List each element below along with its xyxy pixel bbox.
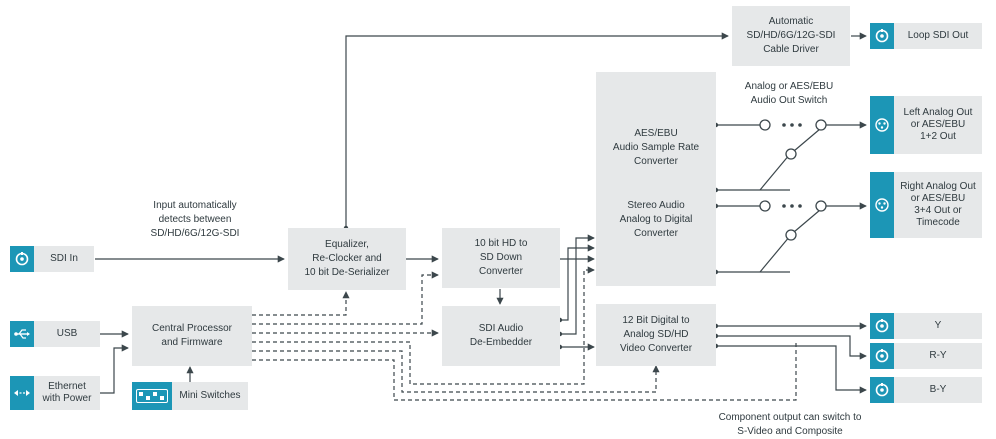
port-label: R-Y [929, 350, 947, 361]
video-converter-block: 12 Bit Digital to Analog SD/HD Video Con… [596, 304, 716, 366]
left-audio-out-port: Left Analog Out or AES/EBU 1+2 Out [870, 96, 982, 154]
block-label: 12 Bit Digital to [622, 315, 690, 326]
port-label: Ethernet [48, 381, 86, 392]
wire-deembed-audio-1 [560, 244, 595, 321]
block-label: 10 bit HD to [474, 238, 528, 249]
right-audio-out-port: Right Analog Out or AES/EBU 3+4 Out or T… [870, 172, 982, 238]
switch-contact [759, 200, 771, 212]
block-label: Re-Clocker and [312, 253, 382, 264]
ethernet-port: Ethernet with Power [10, 376, 100, 410]
bnc-connector-icon [10, 246, 34, 272]
switch-contact [785, 148, 797, 160]
component-switch-note: Component output can switch to S-Video a… [718, 412, 862, 437]
audio-deembedder-block: SDI Audio De-Embedder [442, 306, 560, 366]
port-label: USB [56, 328, 78, 339]
switch-arm-right [793, 209, 821, 233]
ctrl-to-down [252, 271, 439, 325]
port-label: Right Analog Out [900, 181, 976, 192]
wire-by-out [716, 345, 867, 394]
block-label: Converter [479, 266, 523, 277]
mini-switches-port: Mini Switches [132, 382, 248, 410]
audio-sample-rate-label: AES/EBU Audio Sample Rate Converter [612, 128, 700, 167]
port-label: or AES/EBU [910, 193, 966, 204]
input-detect-note: Input automatically detects between SD/H… [150, 200, 240, 239]
ctrl-to-audio [252, 266, 595, 385]
xlr-connector-icon [870, 172, 894, 238]
block-label: Video Converter [619, 343, 693, 354]
bnc-connector-icon [870, 377, 894, 403]
block-label: Central Processor [151, 323, 233, 334]
block-label: and Firmware [161, 337, 223, 348]
audio-switch-note: Analog or AES/EBU Audio Out Switch [744, 81, 834, 106]
usb-icon [10, 321, 34, 347]
ctrl-to-video [252, 350, 660, 393]
usb-port: USB [10, 321, 100, 347]
block-label: Equalizer, [325, 239, 369, 250]
switch-contact [785, 229, 797, 241]
switch-contact [815, 200, 827, 212]
ctrl-to-switch [252, 340, 797, 401]
block-label: Automatic [768, 16, 814, 27]
bnc-connector-icon [870, 313, 894, 339]
ry-out-port: R-Y [870, 343, 982, 369]
switch-contact [815, 119, 827, 131]
wire-loop-through [345, 32, 729, 228]
block-label: SDI Audio [478, 323, 524, 334]
stereo-audio-label: Stereo Audio Analog to Digital Converter [619, 200, 693, 239]
dip-switch-icon [132, 382, 172, 410]
by-out-port: B-Y [870, 377, 982, 403]
port-label: SDI In [50, 253, 78, 264]
port-label: Mini Switches [179, 390, 241, 401]
block-label: De-Embedder [469, 337, 533, 348]
bnc-connector-icon [870, 23, 894, 49]
port-label: Loop SDI Out [907, 30, 969, 41]
loop-sdi-out-port: Loop SDI Out [870, 23, 982, 49]
port-label: 1+2 Out [920, 131, 956, 142]
y-out-port: Y [870, 313, 982, 339]
port-label: B-Y [929, 384, 947, 395]
block-label: 10 bit De-Serializer [304, 267, 390, 278]
block-label: Cable Driver [763, 44, 819, 55]
wire-ethernet [100, 344, 129, 394]
wire-deembed-audio-2 [560, 234, 595, 335]
block-label: Analog SD/HD [623, 329, 689, 340]
audio-converter-block: AES/EBU Audio Sample Rate Converter Ster… [596, 72, 716, 286]
sdi-in-port: SDI In [10, 246, 94, 272]
ethernet-icon [10, 376, 34, 410]
port-label: or AES/EBU [910, 119, 966, 130]
equalizer-block: Equalizer, Re-Clocker and 10 bit De-Seri… [288, 228, 406, 290]
xlr-connector-icon [870, 96, 894, 154]
port-label: Left Analog Out [903, 107, 973, 118]
port-label: Timecode [916, 217, 960, 228]
port-label: 3+4 Out or [914, 205, 962, 216]
bnc-connector-icon [870, 343, 894, 369]
wire-ry-out [716, 335, 867, 360]
block-label: SD Down [479, 252, 523, 263]
switch-arm-left [793, 128, 821, 152]
central-processor-block: Central Processor and Firmware [132, 306, 252, 366]
ctrl-to-equalizer [252, 291, 350, 316]
port-label: with Power [42, 393, 92, 404]
down-converter-block: 10 bit HD to SD Down Converter [442, 228, 560, 288]
port-label: Y [934, 320, 942, 331]
cable-driver-block: Automatic SD/HD/6G/12G-SDI Cable Driver [732, 6, 850, 66]
block-label: SD/HD/6G/12G-SDI [746, 30, 836, 41]
switch-contact [759, 119, 771, 131]
